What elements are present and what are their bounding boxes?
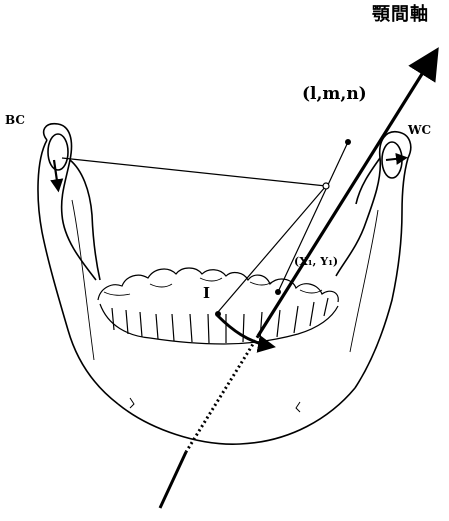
- hinge-axis-tail: [160, 452, 186, 508]
- intercondylar-line: [62, 158, 326, 186]
- axis-title-label: 顎間軸: [372, 6, 429, 24]
- right-condyle-label: WC: [408, 124, 431, 136]
- incisal-point-label: I: [203, 286, 210, 301]
- incisal-point-dot: [215, 311, 221, 317]
- dental-arch: [98, 268, 338, 344]
- direction-vector-label: (l,m,n): [302, 86, 367, 103]
- axis-point-xy: [275, 289, 281, 295]
- triangle-right: [278, 142, 348, 292]
- left-condyle-label: BC: [5, 114, 25, 126]
- bc-arrow: [54, 160, 58, 188]
- coordinate-label: (X₁, Y₁): [294, 256, 338, 267]
- axis-point-mid: [323, 183, 329, 189]
- hinge-axis-dotted: [186, 336, 258, 452]
- axis-point-upper: [345, 139, 351, 145]
